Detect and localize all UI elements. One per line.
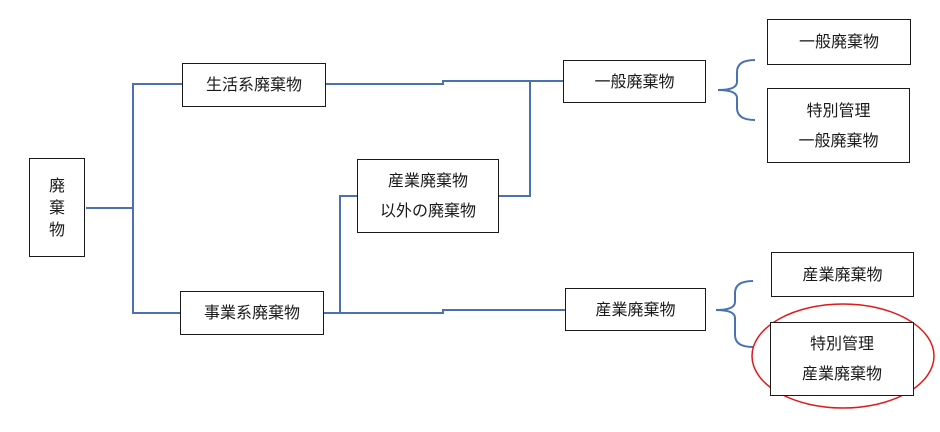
node-special-industrial-waste: 特別管理 産業廃棄物 — [770, 322, 914, 396]
node-special-industrial-waste-line-1: 特別管理 — [809, 334, 874, 353]
highlight-circle — [751, 303, 935, 409]
connector-business-to-industrial — [324, 309, 565, 314]
node-non-industrial-waste: 産業廃棄物 以外の廃棄物 — [357, 159, 499, 233]
node-industrial-waste-leaf-label: 産業廃棄物 — [802, 264, 883, 284]
node-waste-line-2: 棄 — [48, 197, 65, 217]
brace-industrial — [715, 280, 754, 348]
node-industrial-waste-label: 産業廃棄物 — [595, 299, 676, 319]
node-business-waste-label: 事業系廃棄物 — [203, 303, 300, 322]
node-waste: 廃 棄 物 — [29, 158, 85, 257]
connector-root-to-business — [132, 208, 180, 314]
node-general-waste-leaf-label: 一般廃棄物 — [798, 32, 879, 51]
node-waste-line-1: 廃 — [48, 175, 65, 195]
node-special-general-waste: 特別管理 一般廃棄物 — [767, 88, 910, 163]
node-non-industrial-waste-line-2: 以外の廃棄物 — [379, 201, 476, 220]
node-household-waste-label: 生活系廃棄物 — [205, 75, 302, 94]
connector-root-to-household — [86, 83, 182, 209]
node-general-waste-label: 一般廃棄物 — [594, 71, 675, 91]
node-household-waste: 生活系廃棄物 — [182, 63, 326, 107]
node-non-industrial-waste-line-1: 産業廃棄物 — [387, 171, 468, 190]
node-general-waste-leaf: 一般廃棄物 — [767, 19, 911, 65]
node-industrial-waste-leaf: 産業廃棄物 — [771, 252, 914, 297]
connector-nonindustrial-to-general — [499, 81, 531, 197]
node-special-general-waste-line-1: 特別管理 — [806, 100, 871, 120]
node-general-waste: 一般廃棄物 — [563, 60, 706, 103]
node-business-waste: 事業系廃棄物 — [180, 291, 324, 335]
node-industrial-waste: 産業廃棄物 — [565, 288, 706, 331]
brace-general — [717, 59, 756, 121]
connector-household-to-general — [326, 80, 563, 85]
connector-business-to-nonindustrial — [339, 195, 357, 313]
node-special-industrial-waste-line-2: 産業廃棄物 — [801, 364, 882, 383]
node-special-general-waste-line-2: 一般廃棄物 — [798, 130, 879, 150]
node-waste-line-3: 物 — [48, 219, 65, 239]
